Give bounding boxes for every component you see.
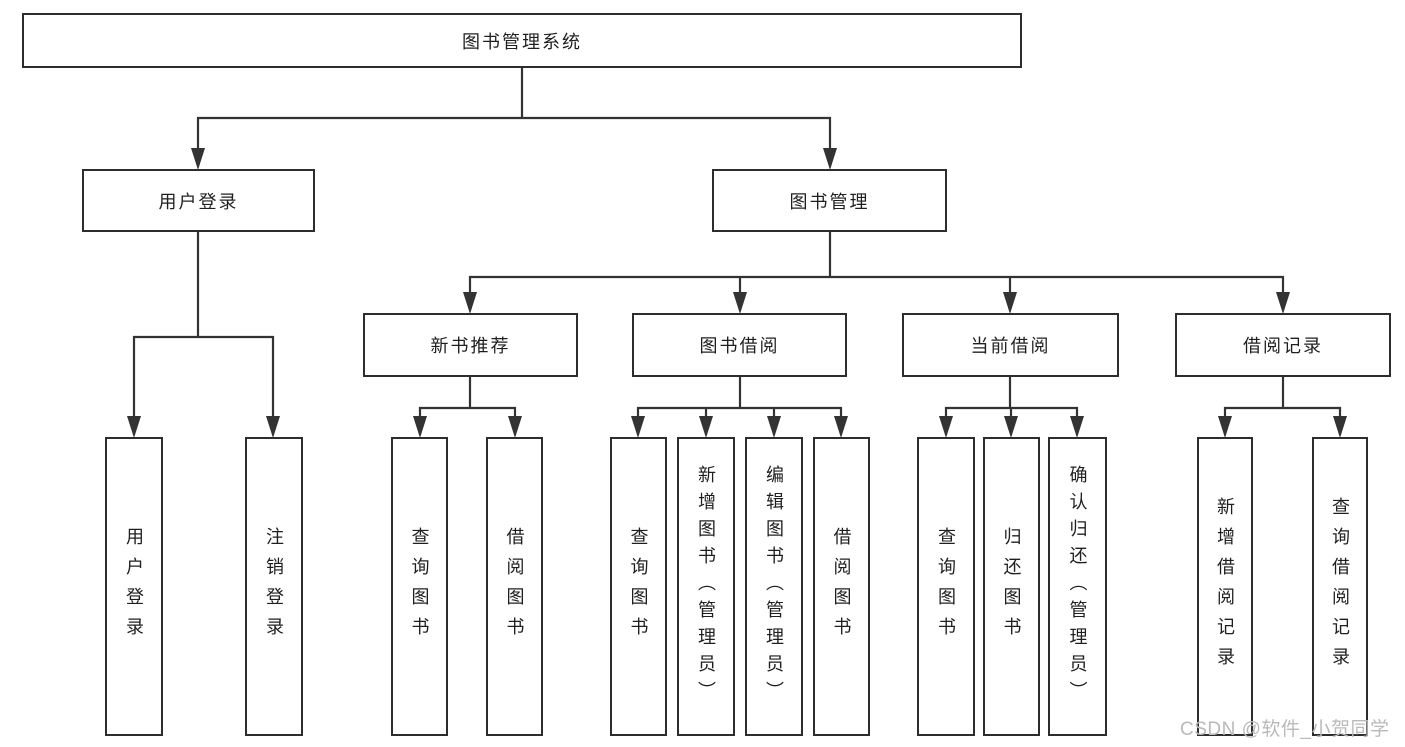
leaf-query-books-current: 查询图书 bbox=[917, 437, 975, 736]
leaf-query-books-borrow: 查询图书 bbox=[610, 437, 667, 736]
leaf-confirm-return-admin-label: 确认归还（管理员） bbox=[1067, 465, 1088, 708]
leaf-query-borrow-record: 查询借阅记录 bbox=[1312, 437, 1368, 736]
leaf-user-login: 用户登录 bbox=[105, 437, 163, 736]
node-book-borrowing: 图书借阅 bbox=[632, 313, 847, 377]
leaf-query-books-borrow-label: 查询图书 bbox=[628, 526, 649, 647]
leaf-query-books-current-label: 查询图书 bbox=[936, 526, 956, 647]
csdn-watermark: CSDN @软件_小贺同学 bbox=[1180, 719, 1390, 740]
leaf-user-login-label: 用户登录 bbox=[124, 526, 144, 647]
leaf-add-borrow-record: 新增借阅记录 bbox=[1197, 437, 1253, 736]
leaf-confirm-return-admin: 确认归还（管理员） bbox=[1048, 437, 1107, 736]
leaf-edit-books-admin-label: 编辑图书（管理员） bbox=[764, 465, 784, 708]
leaf-add-borrow-record-label: 新增借阅记录 bbox=[1215, 496, 1235, 677]
leaf-borrow-books-recommend-label: 借阅图书 bbox=[504, 526, 525, 647]
leaf-logout: 注销登录 bbox=[245, 437, 303, 736]
node-user-login-label: 用户登录 bbox=[158, 191, 239, 212]
leaf-borrow-books-recommend: 借阅图书 bbox=[486, 437, 543, 736]
leaf-query-books-recommend-label: 查询图书 bbox=[409, 526, 430, 647]
node-root-label: 图书管理系统 bbox=[462, 31, 582, 52]
leaf-query-borrow-record-label: 查询借阅记录 bbox=[1330, 496, 1350, 677]
leaf-add-books-admin-label: 新增图书（管理员） bbox=[696, 465, 716, 708]
leaf-borrow-books-borrow-label: 借阅图书 bbox=[831, 526, 852, 647]
node-book-borrowing-label: 图书借阅 bbox=[699, 336, 780, 356]
node-book-management: 图书管理 bbox=[712, 169, 947, 232]
leaf-add-books-admin: 新增图书（管理员） bbox=[677, 437, 735, 736]
node-current-borrowing-label: 当前借阅 bbox=[970, 336, 1051, 356]
node-book-management-label: 图书管理 bbox=[789, 191, 870, 212]
leaf-query-books-recommend: 查询图书 bbox=[391, 437, 448, 736]
leaf-borrow-books-borrow: 借阅图书 bbox=[813, 437, 870, 736]
leaf-return-books-label: 归还图书 bbox=[1001, 526, 1022, 647]
arrowheads bbox=[127, 148, 1347, 438]
node-current-borrowing: 当前借阅 bbox=[902, 313, 1119, 377]
leaf-edit-books-admin: 编辑图书（管理员） bbox=[745, 437, 803, 736]
node-borrowing-records: 借阅记录 bbox=[1175, 313, 1391, 377]
node-user-login: 用户登录 bbox=[82, 169, 315, 232]
node-new-book-recommendation: 新书推荐 bbox=[363, 313, 578, 377]
leaf-return-books: 归还图书 bbox=[983, 437, 1040, 736]
node-borrowing-records-label: 借阅记录 bbox=[1243, 336, 1323, 356]
node-new-book-recommendation-label: 新书推荐 bbox=[430, 336, 511, 356]
node-root: 图书管理系统 bbox=[22, 13, 1022, 68]
leaf-logout-label: 注销登录 bbox=[264, 526, 284, 647]
